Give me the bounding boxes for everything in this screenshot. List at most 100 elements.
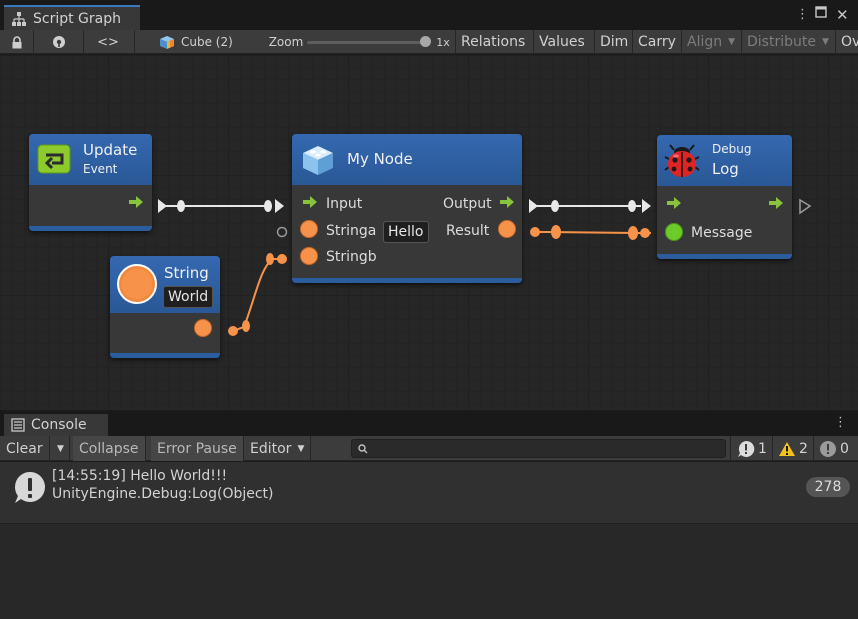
console-search-input[interactable] bbox=[351, 439, 726, 458]
value-wire-knot bbox=[266, 253, 274, 265]
string-value-field[interactable]: World bbox=[163, 286, 214, 308]
distribute-label: Distribute bbox=[747, 34, 816, 50]
stringa-input-port[interactable] bbox=[300, 220, 318, 238]
flow-input-arrow-icon[interactable] bbox=[666, 196, 682, 210]
console-toolbar: Clear ▼ Collapse Error Pause Editor ▼ 1 … bbox=[0, 436, 858, 461]
chevron-down-icon: ▼ bbox=[57, 443, 64, 454]
update-node-title: Update bbox=[83, 141, 138, 159]
flow-wire-start-arrow bbox=[529, 199, 538, 213]
editor-dropdown[interactable]: Editor ▼ bbox=[244, 436, 312, 461]
flow-wire-end-arrow bbox=[642, 199, 651, 213]
result-port-label: Result bbox=[446, 223, 490, 239]
hierarchy-icon bbox=[12, 11, 26, 26]
chevron-down-icon: ▼ bbox=[728, 37, 736, 47]
value-wire-knot bbox=[551, 225, 561, 239]
debug-node-header[interactable]: Debug Log bbox=[657, 135, 792, 186]
overlay-button[interactable]: Ov bbox=[835, 30, 858, 54]
graph-tab-title: Script Graph bbox=[33, 10, 121, 27]
warning-count: 2 bbox=[799, 440, 808, 457]
collapse-toggle[interactable]: Collapse bbox=[73, 436, 146, 461]
maximize-icon[interactable] bbox=[815, 6, 827, 24]
object-name: Cube (2) bbox=[181, 35, 233, 49]
code-view-button[interactable]: <> bbox=[97, 34, 119, 50]
dim-button[interactable]: Dim bbox=[594, 30, 633, 54]
align-label: Align bbox=[687, 34, 723, 50]
value-wire-knot bbox=[640, 228, 650, 238]
stringa-value-field[interactable]: Hello bbox=[383, 221, 429, 243]
relations-button[interactable]: Relations bbox=[455, 30, 530, 54]
my-node-header[interactable]: My Node bbox=[292, 134, 522, 185]
cube-icon bbox=[160, 36, 174, 49]
info-filter-toggle[interactable]: 1 bbox=[730, 436, 768, 461]
console-tab-bar: Console ⋮ bbox=[0, 411, 858, 436]
cube-icon bbox=[303, 146, 333, 175]
value-wire-knot bbox=[242, 320, 250, 332]
zoom-value: 1x bbox=[436, 35, 450, 49]
align-dropdown[interactable]: Align ▼ bbox=[681, 30, 740, 54]
clear-options-dropdown[interactable]: ▼ bbox=[52, 436, 70, 461]
flow-output-arrow-icon[interactable] bbox=[499, 195, 515, 209]
close-icon[interactable]: ✕ bbox=[836, 6, 849, 24]
error-pause-toggle[interactable]: Error Pause bbox=[151, 436, 244, 461]
message-input-port[interactable] bbox=[665, 223, 683, 241]
string-literal-node[interactable]: String World bbox=[110, 256, 220, 358]
tab-script-graph[interactable]: Script Graph bbox=[4, 5, 140, 30]
console-tab-title: Console bbox=[31, 417, 87, 433]
result-output-port[interactable] bbox=[498, 220, 516, 238]
carry-button[interactable]: Carry bbox=[632, 30, 681, 54]
update-loop-icon bbox=[37, 144, 71, 174]
tab-console[interactable]: Console bbox=[4, 414, 108, 436]
chevron-down-icon: ▼ bbox=[821, 37, 829, 47]
value-wire-knot bbox=[530, 227, 540, 237]
console-log-list[interactable]: [14:55:19] Hello World!!! UnityEngine.De… bbox=[0, 462, 858, 619]
warning-icon bbox=[779, 441, 795, 456]
message-port-label: Message bbox=[691, 225, 753, 241]
graph-canvas[interactable]: Update Event String World bbox=[0, 55, 858, 410]
graph-tab-bar: Script Graph ⋮ ✕ bbox=[0, 0, 858, 30]
object-field[interactable]: Cube (2) bbox=[158, 30, 238, 54]
value-connection-string-stringb bbox=[232, 258, 282, 332]
lock-icon[interactable] bbox=[6, 30, 28, 54]
zoom-slider-track[interactable] bbox=[307, 41, 425, 44]
info-icon bbox=[15, 472, 46, 503]
search-icon bbox=[358, 444, 368, 454]
my-node-title: My Node bbox=[347, 150, 413, 168]
flow-wire-end-arrow bbox=[275, 199, 284, 213]
ladybug-icon bbox=[664, 144, 700, 177]
error-icon bbox=[820, 440, 836, 457]
my-node[interactable]: My Node Input Output Stringa Hello Resul… bbox=[292, 134, 522, 283]
flow-input-arrow-icon[interactable] bbox=[302, 195, 318, 209]
string-type-icon bbox=[117, 264, 157, 304]
stringb-input-port[interactable] bbox=[300, 247, 318, 265]
zoom-slider-handle[interactable] bbox=[420, 36, 431, 47]
distribute-dropdown[interactable]: Distribute ▼ bbox=[741, 30, 834, 54]
kebab-menu-icon[interactable]: ⋮ bbox=[796, 7, 809, 22]
input-port-label: Input bbox=[326, 196, 363, 212]
error-filter-toggle[interactable]: 0 bbox=[813, 436, 855, 461]
kebab-menu-icon[interactable]: ⋮ bbox=[834, 415, 847, 430]
output-port-label: Output bbox=[443, 196, 492, 212]
graph-connections bbox=[158, 198, 812, 336]
info-icon bbox=[738, 440, 755, 457]
string-output-port[interactable] bbox=[194, 319, 212, 337]
flow-output-arrow-icon[interactable] bbox=[768, 196, 784, 210]
warning-filter-toggle[interactable]: 2 bbox=[772, 436, 810, 461]
flow-output-arrow-icon[interactable] bbox=[128, 195, 144, 209]
unconnected-port-indicator bbox=[276, 226, 288, 238]
error-count: 0 bbox=[840, 440, 849, 457]
string-node-header[interactable]: String World bbox=[110, 256, 220, 313]
log-entry[interactable]: [14:55:19] Hello World!!! UnityEngine.De… bbox=[0, 462, 858, 524]
target-icon[interactable] bbox=[46, 30, 72, 54]
update-node-header[interactable]: Update Event bbox=[29, 134, 152, 185]
info-count: 1 bbox=[758, 440, 767, 457]
update-event-node[interactable]: Update Event bbox=[29, 134, 152, 231]
chevron-down-icon: ▼ bbox=[297, 443, 305, 454]
debug-node-title: Log bbox=[712, 160, 739, 178]
clear-button[interactable]: Clear bbox=[0, 436, 50, 461]
stringa-port-label: Stringa bbox=[326, 223, 377, 239]
graph-toolbar: <> Cube (2) Zoom 1x Relations Values Dim… bbox=[0, 30, 858, 54]
debug-log-node[interactable]: Debug Log Message bbox=[657, 135, 792, 259]
flow-wire-start-arrow bbox=[158, 199, 167, 213]
zoom-label: Zoom bbox=[268, 35, 304, 49]
values-button[interactable]: Values bbox=[533, 30, 590, 54]
